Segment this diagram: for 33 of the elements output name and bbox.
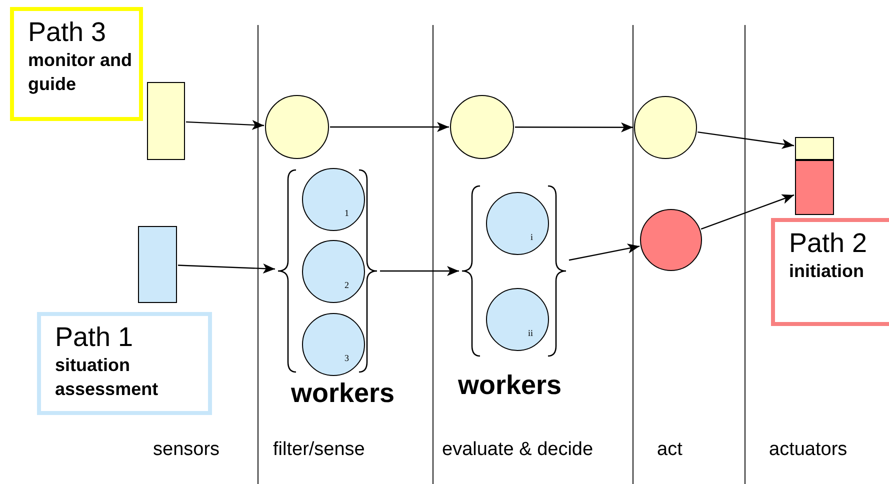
circle-number: ii [528,328,533,338]
path-subtitle: monitor and guide [28,49,133,96]
lane-label: actuators [769,439,848,461]
circle-number: 3 [344,353,349,363]
arrow [568,244,640,261]
arrow [380,266,459,276]
arrow [178,264,276,274]
arrow [515,122,633,132]
arrow [698,131,794,149]
circle-number: 2 [344,280,349,290]
path-label-box [37,312,212,415]
path-subtitle: situation assessment [55,354,160,401]
sensor-block [147,82,185,160]
arrow [186,120,264,130]
lane-label: evaluate & decide [442,439,594,461]
path-title: Path 1 [55,322,134,353]
path-title: Path 3 [28,17,106,48]
path-label-box [771,218,889,326]
arrow [330,122,449,132]
group-label: workers [458,370,562,400]
arrow [700,194,794,230]
path-title: Path 2 [789,228,868,259]
actuator-block [795,137,834,160]
lane-label: act [657,439,682,461]
circle-number: 1 [344,208,349,218]
lane-label: filter/sense [273,439,365,461]
sensor-block [138,226,177,303]
path-label-box [10,7,143,121]
group-label: workers [291,378,395,408]
lane-label: sensors [153,439,220,461]
actuator-block [795,160,834,215]
circle-number: i [530,232,533,242]
path-subtitle: initiation [789,260,865,283]
